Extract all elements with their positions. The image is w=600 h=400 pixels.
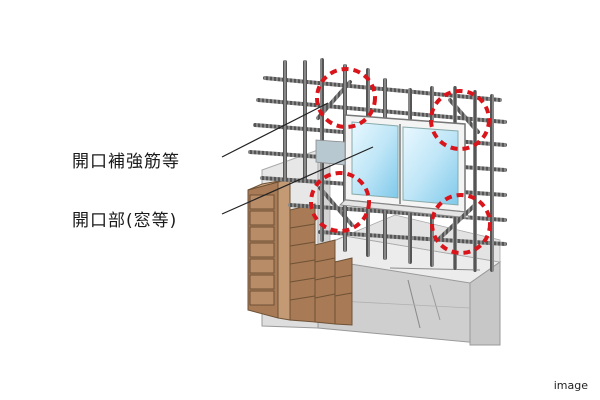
highlight-circle-bottom-right — [430, 193, 492, 255]
highlight-circles — [309, 67, 492, 255]
highlight-circle-top-left — [315, 67, 377, 129]
brick-wall — [247, 178, 353, 326]
leader-line-reinforcement — [221, 102, 329, 158]
highlight-circle-top-right — [429, 89, 491, 151]
image-note: image — [553, 379, 588, 392]
leader-line-opening — [221, 146, 374, 215]
leader-lines — [221, 102, 374, 215]
opening-label: 開口部(窓等) — [72, 211, 178, 231]
opening-reinforcement-bars — [316, 80, 480, 240]
opening-reinforcement-label: 開口補強筋等 — [72, 152, 180, 172]
highlight-circle-bottom-left — [309, 171, 371, 233]
